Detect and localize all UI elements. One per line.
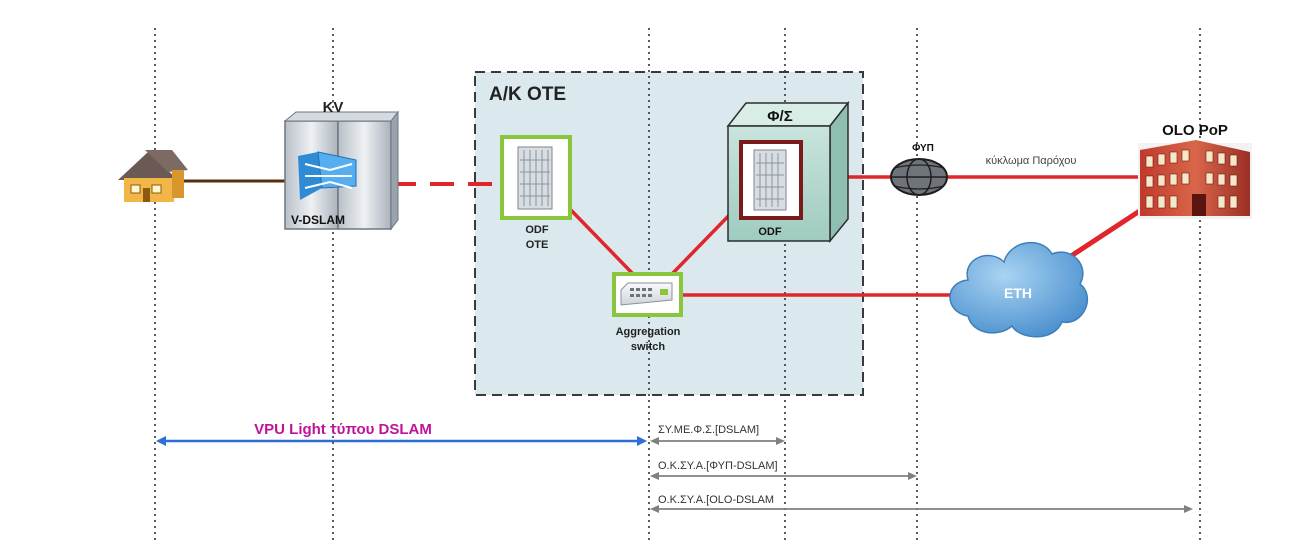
span-arrow-okysa-olo <box>650 505 1193 513</box>
symefs-label: ΣΥ.ΜΕ.Φ.Σ.[DSLAM] <box>658 424 759 436</box>
house-icon <box>118 150 188 202</box>
fyp-globe-icon <box>890 158 948 196</box>
vpu-light-label: VPU Light τύπου DSLAM <box>254 421 432 438</box>
fs-label: Φ/Σ <box>767 108 792 125</box>
link-odf-ote-switch <box>565 204 635 276</box>
vpu-light-arrow <box>156 436 647 446</box>
odf-label: ODF <box>758 226 782 238</box>
aggregation-switch-label-line2: switch <box>631 341 666 353</box>
olo-pop-label: OLO PoP <box>1162 122 1228 139</box>
span-arrow-okysa-fyp <box>650 472 917 480</box>
okysa-olo-label: Ο.Κ.ΣΥ.Α.[OLO-DSLAM <box>658 494 774 506</box>
eth-cloud-icon <box>949 241 1089 338</box>
aggregation-switch <box>612 272 683 317</box>
odf-ote-rack <box>500 135 572 220</box>
aggregation-switch-label-line1: Aggregation <box>616 326 681 338</box>
odf-ote-label-line2: OTE <box>526 239 549 251</box>
ak-ote-title: A/K OTE <box>489 84 566 105</box>
kv-label: KV <box>323 99 344 116</box>
circuit-label: κύκλωμα Παρόχου <box>986 155 1077 167</box>
odf-ote-label-line1: ODF <box>525 224 549 236</box>
v-dslam-cabinet <box>283 110 400 231</box>
v-dslam-label: V-DSLAM <box>291 213 345 227</box>
fyp-label: ΦΥΠ <box>912 143 934 154</box>
fs-cage <box>726 100 850 244</box>
span-arrow-symefs <box>650 437 785 445</box>
olo-pop-building-icon <box>1138 140 1252 219</box>
eth-label: ETH <box>1004 285 1032 301</box>
okysa-fyp-label: Ο.Κ.ΣΥ.Α.[ΦΥΠ-DSLAM] <box>658 460 778 472</box>
